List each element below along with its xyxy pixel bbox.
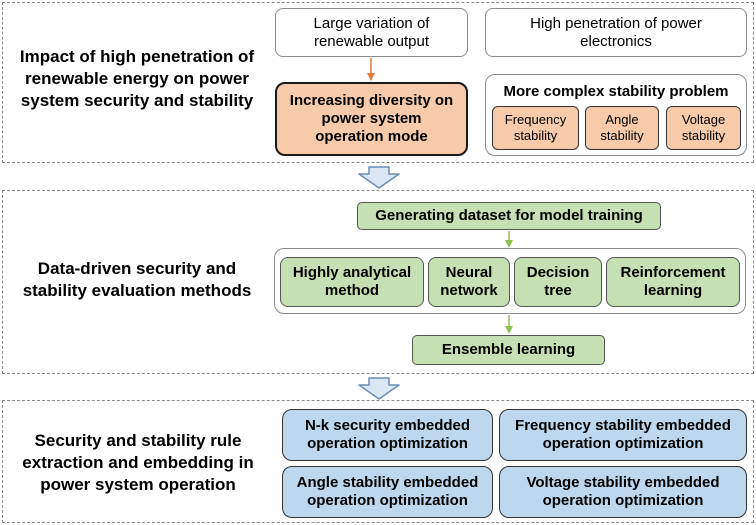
- green-connector-arrow-bottom: [505, 315, 513, 334]
- section-rule-embedding-label: Security and stability rule extraction a…: [22, 431, 254, 495]
- increasing-diversity-box: Increasing diversity on power system ope…: [275, 82, 468, 156]
- ensemble-learning-box: Ensemble learning: [412, 335, 605, 365]
- reinforcement-learning-box: Reinforcement learning: [606, 257, 740, 307]
- analytical-method-box: Highly analytical method: [280, 257, 424, 307]
- green-connector-arrow-top: [505, 231, 513, 248]
- nk-security-optimization-box: N-k security embedded operation optimiza…: [282, 409, 493, 461]
- frequency-stability-box: Frequency stability: [492, 106, 579, 150]
- voltage-stability-box: Voltage stability: [666, 106, 741, 150]
- high-penetration-box: High penetration of power electronics: [485, 8, 747, 57]
- neural-network-box: Neural network: [428, 257, 510, 307]
- flow-down-arrow-2: [358, 377, 400, 400]
- flow-down-arrow-1: [358, 166, 400, 189]
- section-evaluation-label: Data-driven security and stability evalu…: [22, 259, 252, 301]
- voltage-stability-optimization-box: Voltage stability embedded operation opt…: [499, 466, 747, 518]
- angle-stability-optimization-box: Angle stability embedded operation optim…: [282, 466, 493, 518]
- orange-connector-arrow: [367, 58, 375, 81]
- section-impact-label: Impact of high penetration of renewable …: [19, 47, 255, 111]
- section-impact-panel: [2, 2, 754, 163]
- frequency-stability-optimization-box: Frequency stability embedded operation o…: [499, 409, 747, 461]
- decision-tree-box: Decision tree: [514, 257, 602, 307]
- large-variation-box: Large variation of renewable output: [275, 8, 468, 57]
- dataset-generation-box: Generating dataset for model training: [357, 202, 661, 230]
- section-rule-embedding-panel: [2, 400, 754, 523]
- complex-stability-title: More complex stability problem: [503, 83, 729, 100]
- angle-stability-box: Angle stability: [585, 106, 659, 150]
- section-evaluation-panel: [2, 190, 754, 374]
